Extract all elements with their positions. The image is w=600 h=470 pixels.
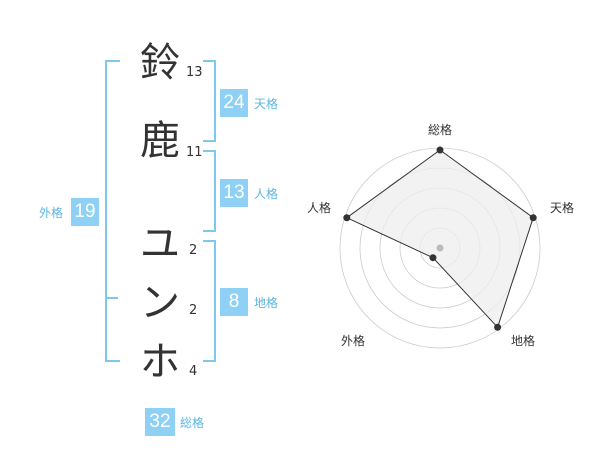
axis-label-jinkaku: 人格: [307, 201, 332, 215]
jinkaku-label: 人格: [254, 187, 279, 201]
stroke-count-5: 4: [189, 364, 198, 379]
radar-series-area: [345, 149, 534, 329]
stroke-count-3: 2: [189, 243, 198, 258]
soukaku-badge: 32: [145, 408, 175, 436]
stroke-count-2: 11: [186, 145, 203, 160]
chikaku-bracket: [203, 240, 216, 362]
gaikaku-bracket-divider: [105, 297, 118, 299]
radar-point-3: [494, 323, 502, 331]
tenkaku-badge: 24: [220, 89, 248, 117]
name-char-5: ホ: [140, 339, 180, 385]
jinkaku-badge: 13: [220, 179, 248, 207]
name-char-1: 鈴: [140, 40, 180, 86]
radar-point-2: [529, 214, 537, 222]
radar-point-1: [436, 146, 444, 154]
radar-point-5: [343, 214, 351, 222]
gaikaku-bracket: [105, 60, 120, 362]
stroke-count-1: 13: [186, 65, 203, 80]
name-char-2: 鹿: [140, 118, 180, 164]
gaikaku-label: 外格: [39, 206, 64, 220]
axis-label-chikaku: 地格: [511, 334, 536, 348]
axis-label-tenkaku: 天格: [550, 201, 575, 215]
soukaku-label: 総格: [180, 416, 205, 430]
name-char-3: ユ: [140, 221, 180, 267]
radar-point-4: [429, 254, 437, 262]
radar-center-dot: [436, 244, 444, 252]
tenkaku-bracket: [203, 60, 216, 142]
gaikaku-badge: 19: [71, 198, 99, 226]
stroke-count-4: 2: [189, 303, 198, 318]
name-char-4: ン: [140, 280, 180, 326]
axis-label-gaikaku: 外格: [341, 334, 366, 348]
axis-label-soukaku: 総格: [428, 123, 453, 137]
jinkaku-bracket: [203, 150, 216, 232]
chikaku-label: 地格: [254, 296, 279, 310]
tenkaku-label: 天格: [254, 97, 279, 111]
chikaku-badge: 8: [220, 288, 248, 316]
